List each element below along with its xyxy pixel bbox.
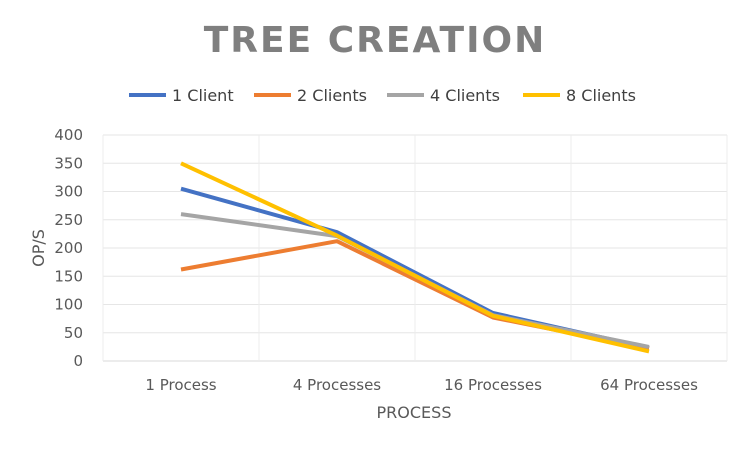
y-axis-ticks: 0 50 100 150 200 250 300 350 400 [54, 126, 83, 370]
legend-label-3: 4 Clients [430, 86, 500, 105]
y-tick-label: 0 [73, 352, 83, 370]
y-axis-title: OP/S [29, 229, 48, 267]
x-tick-label: 16 Processes [444, 376, 542, 394]
y-tick-label: 200 [54, 239, 83, 257]
y-tick-label: 50 [64, 324, 83, 342]
y-tick-label: 150 [54, 267, 83, 285]
x-tick-label: 64 Processes [600, 376, 698, 394]
x-axis-title: PROCESS [377, 403, 452, 422]
y-tick-label: 350 [54, 154, 83, 172]
series-line-4 [180, 161, 650, 354]
grid-lines [102, 134, 728, 362]
legend-label-1: 1 Client [172, 86, 234, 105]
x-tick-label: 4 Processes [293, 376, 381, 394]
legend-label-4: 8 Clients [566, 86, 636, 105]
x-axis-ticks: 1 Process 4 Processes 16 Processes 64 Proce… [145, 376, 698, 394]
y-tick-label: 250 [54, 211, 83, 229]
y-tick-label: 100 [54, 296, 83, 314]
series-lines [180, 161, 650, 354]
legend: 1 Client 2 Clients 4 Clients 8 Clients [129, 86, 636, 105]
legend-label-2: 2 Clients [297, 86, 367, 105]
y-tick-label: 300 [54, 183, 83, 201]
chart-title: TREE CREATION [204, 20, 546, 61]
y-tick-label: 400 [54, 126, 83, 144]
x-tick-label: 1 Process [145, 376, 216, 394]
